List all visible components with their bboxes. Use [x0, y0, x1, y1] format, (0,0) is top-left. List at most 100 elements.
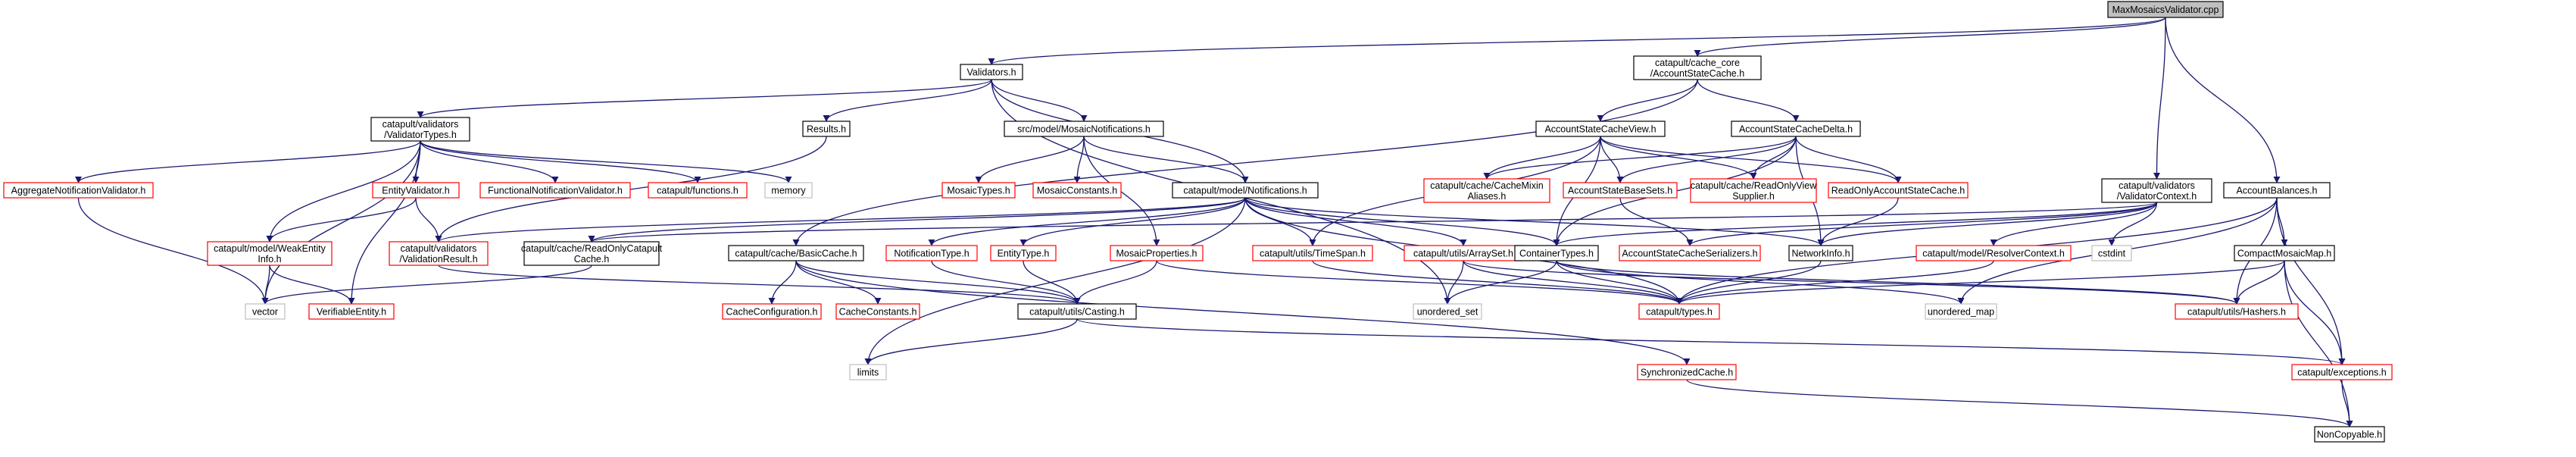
node-container-types-h[interactable]: ContainerTypes.h	[1514, 245, 1599, 261]
node-mosaic-constants-h[interactable]: MosaicConstants.h	[1032, 182, 1122, 199]
node-box	[960, 64, 1023, 80]
node-box	[2101, 178, 2212, 203]
node-label-line: catapult/model/ResolverContext.h	[1922, 249, 2065, 259]
edge-model_notifications_h-to-notification_type_h	[928, 197, 1246, 246]
edge-model_notifications_h-to-network_info_h	[1244, 197, 1825, 246]
edge-account_state_cache_view_h-to-read_only_view_supplier_h	[1600, 136, 1757, 180]
node-box	[2175, 303, 2299, 320]
node-results-h[interactable]: Results.h	[802, 121, 851, 137]
node-box	[1032, 182, 1122, 199]
node-label-line: VerifiableEntity.h	[317, 307, 386, 318]
node-synchronized-cache-h[interactable]: SynchronizedCache.h	[1637, 364, 1737, 380]
node-basic-cache-h[interactable]: catapult/cache/BasicCache.h	[728, 245, 864, 261]
node-account-balances-h[interactable]: AccountBalances.h	[2223, 182, 2331, 199]
node-validation-result-h[interactable]: catapult/validators/ValidationResult.h	[389, 241, 489, 266]
node-validator-types-h[interactable]: catapult/validators/ValidatorTypes.h	[370, 117, 470, 142]
node-validators-h[interactable]: Validators.h	[960, 64, 1023, 80]
node-cache-constants-h[interactable]: CacheConstants.h	[835, 303, 920, 320]
node-label-line: memory	[771, 186, 806, 196]
node-box	[1017, 303, 1137, 320]
node-account-state-cache-h[interactable]: catapult/cache_core/AccountStateCache.h	[1633, 55, 1762, 80]
node-array-set-h[interactable]: catapult/utils/ArraySet.h	[1404, 245, 1523, 261]
node-box	[3, 182, 154, 199]
node-box	[1413, 303, 1482, 320]
node-label-line: catapult/model/WeakEntity	[214, 243, 326, 254]
dependency-edges	[75, 17, 2353, 427]
edge-mosaic_notifications_h-to-mosaic_types_h	[975, 136, 1085, 183]
node-network-info-h[interactable]: NetworkInfo.h	[1788, 245, 1853, 261]
node-box	[2091, 245, 2132, 261]
node-functional-notification-validator-h[interactable]: FunctionalNotificationValidator.h	[479, 182, 631, 199]
node-box	[1731, 121, 1861, 137]
node-verifiable-entity-h[interactable]: VerifiableEntity.h	[308, 303, 395, 320]
node-aggregate-notification-validator-h[interactable]: AggregateNotificationValidator.h	[3, 182, 154, 199]
edge-mosaic_properties_h-to-types_h	[1156, 260, 1683, 305]
node-label-line: Cache.h	[574, 254, 610, 264]
edge-validator_types_h-to-functional_notification_validator_h	[420, 140, 559, 183]
node-time-span-h[interactable]: catapult/utils/TimeSpan.h	[1252, 245, 1373, 261]
node-box	[1535, 121, 1666, 137]
edge-account_state_base_sets_h-to-account_state_cache_serializers_h	[1619, 197, 1694, 246]
node-account-state-cache-delta-h[interactable]: AccountStateCacheDelta.h	[1731, 121, 1861, 137]
node-label-line: SynchronizedCache.h	[1641, 368, 1733, 378]
node-box	[1788, 245, 1853, 261]
node-model-notifications-h[interactable]: catapult/model/Notifications.h	[1172, 182, 1319, 199]
node-account-state-base-sets-h[interactable]: AccountStateBaseSets.h	[1563, 182, 1678, 199]
edge-validator_types_h-to-aggregate_notification_validator_h	[75, 140, 421, 183]
node-label-line: /ValidationResult.h	[399, 254, 477, 264]
node-box	[1563, 182, 1678, 199]
node-functions-h[interactable]: catapult/functions.h	[648, 182, 748, 199]
node-casting-h[interactable]: catapult/utils/Casting.h	[1017, 303, 1137, 320]
node-mosaic-properties-h[interactable]: MosaicProperties.h	[1110, 245, 1204, 261]
node-root[interactable]: MaxMosaicsValidator.cpp	[2107, 1, 2224, 18]
node-box	[1514, 245, 1599, 261]
edge-compact_mosaic_map_h-to-exceptions_h	[2284, 260, 2346, 365]
edge-exceptions_h-to-noncopyable_h	[2341, 379, 2353, 427]
node-label-line: NonCopyable.h	[2317, 430, 2382, 440]
node-label-line: catapult/cache/BasicCache.h	[735, 249, 857, 259]
edge-account_state_cache_delta_h-to-read_only_view_supplier_h	[1750, 136, 1797, 180]
node-label-line: AggregateNotificationValidator.h	[11, 186, 146, 196]
node-label-line: Info.h	[258, 254, 281, 264]
node-label-line: Aliases.h	[1468, 191, 1507, 202]
node-compact-mosaic-map-h[interactable]: CompactMosaicMap.h	[2234, 245, 2335, 261]
node-exceptions-h[interactable]: catapult/exceptions.h	[2291, 364, 2393, 380]
node-label-line: catapult/types.h	[1646, 307, 1713, 318]
node-box	[1423, 178, 1550, 203]
edge-root-to-validator_context_h	[2153, 17, 2166, 180]
node-noncopyable-h[interactable]: NonCopyable.h	[2314, 426, 2385, 443]
node-entity-type-h[interactable]: EntityType.h	[990, 245, 1057, 261]
edge-aggregate_notification_validator_h-to-vector	[77, 197, 269, 305]
node-resolver-context-h[interactable]: catapult/model/ResolverContext.h	[1916, 245, 2072, 261]
node-box	[207, 241, 333, 266]
node-notification-type-h[interactable]: NotificationType.h	[885, 245, 978, 261]
edge-mosaic_notifications_h-to-model_notifications_h	[1083, 136, 1249, 183]
node-cache-configuration-h[interactable]: CacheConfiguration.h	[722, 303, 822, 320]
edge-casting_h-to-limits	[864, 318, 1078, 365]
node-unordered-set: unordered_set	[1413, 303, 1482, 320]
node-mosaic-types-h[interactable]: MosaicTypes.h	[941, 182, 1016, 199]
edge-account_state_cache_delta_h-to-account_state_base_sets_h	[1616, 136, 1797, 183]
node-validator-context-h[interactable]: catapult/validators/ValidatorContext.h	[2101, 178, 2212, 203]
edge-validator_types_h-to-memory	[420, 140, 792, 183]
node-mosaic-notifications-h[interactable]: src/model/MosaicNotifications.h	[1004, 121, 1164, 137]
node-types-h[interactable]: catapult/types.h	[1638, 303, 1720, 320]
node-label-line: AccountStateBaseSets.h	[1568, 186, 1672, 196]
node-hashers-h[interactable]: catapult/utils/Hashers.h	[2175, 303, 2299, 320]
node-label-line: catapult/cache/ReadOnlyView	[1691, 180, 1818, 191]
node-entity-validator-h[interactable]: EntityValidator.h	[372, 182, 460, 199]
edge-validation_result_h-to-casting_h	[438, 264, 1081, 305]
node-account-state-cache-serializers-h[interactable]: AccountStateCacheSerializers.h	[1619, 245, 1761, 261]
node-label-line: /AccountStateCache.h	[1650, 68, 1744, 79]
node-box	[370, 117, 470, 142]
node-read-only-account-state-cache-h[interactable]: ReadOnlyAccountStateCache.h	[1828, 182, 1969, 199]
node-label-line: catapult/cache/CacheMixin	[1430, 180, 1543, 191]
node-label-line: catapult/validators	[401, 243, 477, 254]
node-label-line: Results.h	[807, 124, 846, 135]
node-box	[1252, 245, 1373, 261]
node-account-state-cache-view-h[interactable]: AccountStateCacheView.h	[1535, 121, 1666, 137]
